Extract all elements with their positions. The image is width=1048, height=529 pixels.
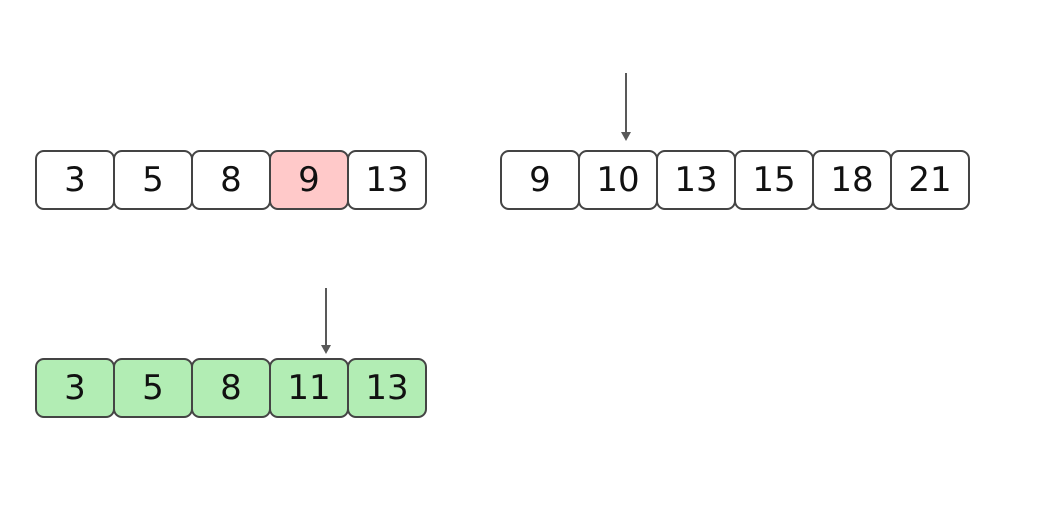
arrow-head-down-icon [321,345,331,354]
array-cell[interactable]: 9 [269,150,349,210]
array-cell[interactable]: 13 [347,358,427,418]
array-cell[interactable]: 5 [113,150,193,210]
array-cell[interactable]: 8 [191,150,271,210]
array-cell[interactable]: 18 [812,150,892,210]
pointer-arrow-top-right [619,73,633,141]
arrow-shaft [325,288,327,346]
pointer-arrow-bottom-left [319,288,333,354]
array-cell[interactable]: 15 [734,150,814,210]
arrow-shaft [625,73,627,133]
array-cell[interactable]: 10 [578,150,658,210]
array-cell[interactable]: 8 [191,358,271,418]
arrow-head-down-icon [621,132,631,141]
array-cell[interactable]: 9 [500,150,580,210]
array-cell[interactable]: 3 [35,150,115,210]
array-cell[interactable]: 3 [35,358,115,418]
array-cell[interactable]: 13 [656,150,736,210]
array-cell[interactable]: 11 [269,358,349,418]
array-cell[interactable]: 5 [113,358,193,418]
array-cell[interactable]: 13 [347,150,427,210]
array-cell[interactable]: 21 [890,150,970,210]
